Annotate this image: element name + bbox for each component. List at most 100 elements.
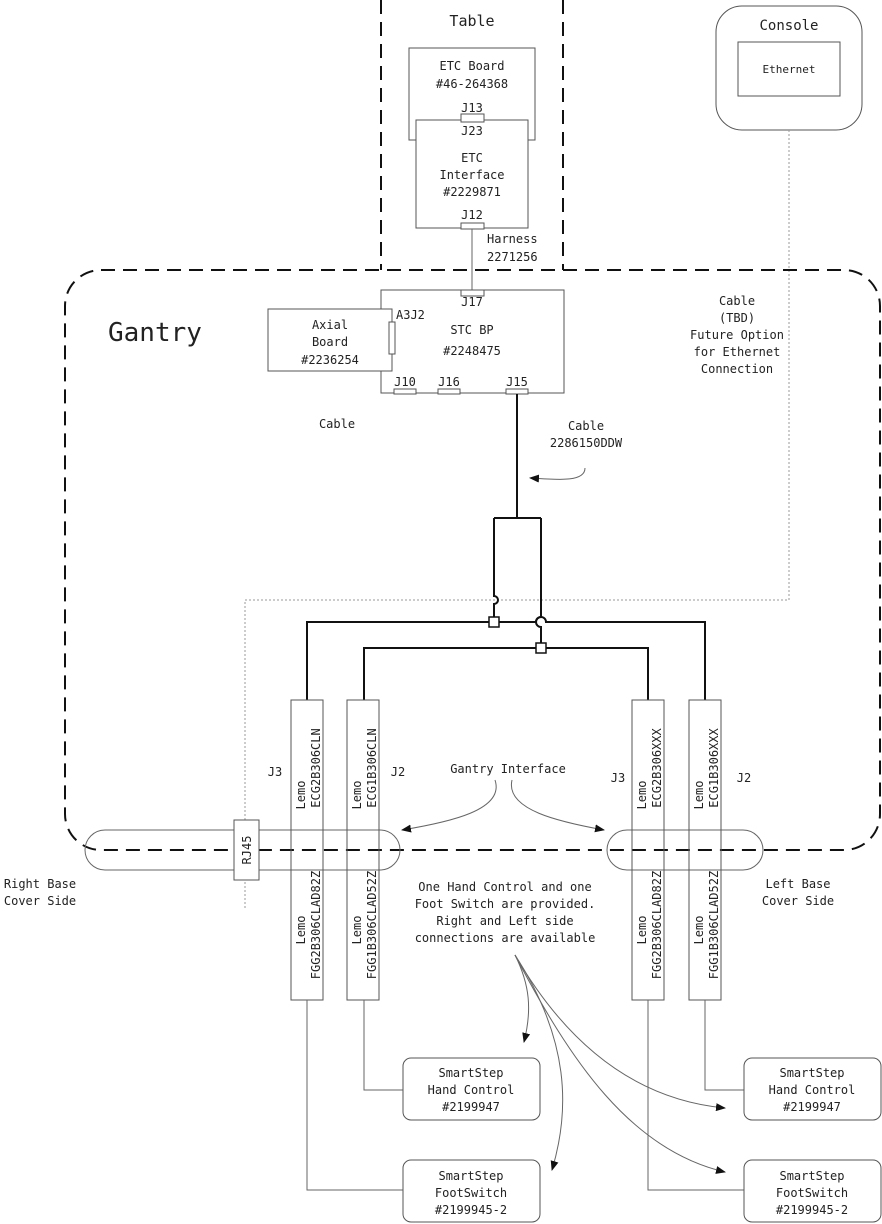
connector-right-j3: Lemo ECG2B306CLN Lemo FGG2B306CLAD82Z J3 [268, 699, 324, 1001]
lemo-part: ECG2B306CLN [309, 728, 323, 807]
etc-board-part: #46-264368 [436, 77, 508, 91]
lemo-label: Lemo [350, 781, 364, 810]
gantry-interface-arrow-left [511, 779, 605, 833]
table-title: Table [449, 12, 494, 30]
device-line: #2199947 [783, 1100, 841, 1114]
harness-label: Harness [487, 232, 538, 246]
right-hand-control: SmartStep Hand Control #2199947 [402, 1057, 541, 1121]
j3-label: J3 [268, 765, 282, 779]
device-line: #2199945-2 [776, 1203, 848, 1217]
cable-tbd-line: Cable [719, 294, 755, 308]
device-line: FootSwitch [776, 1186, 848, 1200]
j17-label: J17 [461, 295, 483, 309]
lemo-part: ECG1B306CLN [365, 728, 379, 807]
etc-interface: J23 ETC Interface #2229871 J12 [415, 113, 529, 230]
device-line: SmartStep [779, 1066, 844, 1080]
device-line: Hand Control [428, 1083, 515, 1097]
cable-tbd-line: for Ethernet [694, 345, 781, 359]
left-base-label: Cover Side [762, 894, 834, 908]
j16-label: J16 [438, 375, 460, 389]
j23-label: J23 [461, 124, 483, 138]
cable-tbd-line: Future Option [690, 328, 784, 342]
lemo-label: Lemo [692, 916, 706, 945]
cable-tbd-line: (TBD) [719, 311, 755, 325]
device-line: SmartStep [438, 1169, 503, 1183]
gantry-interface-arrow-right [401, 779, 497, 833]
cable-label: Cable [319, 417, 355, 431]
j2-label: J2 [391, 765, 405, 779]
cable-main-part: 2286150DDW [550, 436, 623, 450]
lemo-part: ECG2B306XXX [650, 727, 664, 807]
lemo-part: ECG1B306XXX [707, 727, 721, 807]
connector-left-j2: Lemo ECG1B306XXX Lemo FGG1B306CLAD52Z J2 [688, 699, 751, 1001]
device-line: Hand Control [769, 1083, 856, 1097]
ethernet-label: Ethernet [763, 63, 816, 76]
connector-left-j3: Lemo ECG2B306XXX Lemo FGG2B306CLAD82Z J3 [611, 699, 665, 1001]
console: Console Ethernet [715, 5, 863, 131]
etc-interface-part: #2229871 [443, 185, 501, 199]
cable-tbd-label: Cable (TBD) Future Option for Ethernet C… [690, 294, 784, 376]
axial-board: Axial Board #2236254 [267, 308, 396, 372]
lemo-label: Lemo [294, 916, 308, 945]
table-region: Table [380, 0, 564, 270]
left-base-cover [606, 829, 764, 871]
lemo-part: FGG1B306CLAD52Z [707, 871, 721, 979]
j2-label: J2 [737, 771, 751, 785]
left-base-label: Left Base [765, 877, 830, 891]
note-line: Foot Switch are provided. [415, 897, 596, 911]
j13-label: J13 [461, 101, 483, 115]
left-foot-switch: SmartStep FootSwitch #2199945-2 [743, 1159, 882, 1223]
etc-interface-line1: ETC [461, 151, 483, 165]
j12-label: J12 [461, 208, 483, 222]
lemo-label: Lemo [294, 781, 308, 810]
device-line: #2199947 [442, 1100, 500, 1114]
cable-arrow [529, 467, 586, 483]
axial-line1: Axial [312, 318, 348, 332]
device-line: FootSwitch [435, 1186, 507, 1200]
etc-board-name: ETC Board [439, 59, 504, 73]
note-line: Right and Left side [436, 914, 573, 928]
rj45-connector: RJ45 [233, 819, 260, 881]
lemo-label: Lemo [692, 781, 706, 810]
gantry-title: Gantry [108, 318, 202, 348]
j10-label: J10 [394, 375, 416, 389]
stc-bp-part: #2248475 [443, 344, 501, 358]
main-cable [306, 394, 706, 700]
harness-part: 2271256 [487, 250, 538, 264]
note-text: One Hand Control and one Foot Switch are… [415, 880, 596, 945]
stc-bp: J17 A3J2 STC BP #2248475 J10 J16 J15 [380, 289, 565, 395]
note-line: connections are available [415, 931, 596, 945]
device-line: SmartStep [438, 1066, 503, 1080]
j15-label: J15 [506, 375, 528, 389]
etc-interface-line2: Interface [439, 168, 504, 182]
a3j2-label: A3J2 [396, 308, 425, 322]
console-title: Console [759, 18, 818, 34]
j3-label: J3 [611, 771, 625, 785]
lemo-label: Lemo [635, 781, 649, 810]
right-base-label: Right Base [4, 877, 76, 891]
right-base-cover [84, 829, 401, 871]
axial-line2: Board [312, 335, 348, 349]
connector-right-j2: Lemo ECG1B306CLN Lemo FGG1B306CLAD52Z J2 [346, 699, 405, 1001]
lemo-part: FGG2B306CLAD82Z [309, 871, 323, 979]
note-arrows [514, 954, 726, 1174]
gantry-interface-label: Gantry Interface [450, 762, 566, 776]
note-line: One Hand Control and one [418, 880, 591, 894]
lemo-label: Lemo [350, 916, 364, 945]
right-foot-switch: SmartStep FootSwitch #2199945-2 [402, 1159, 541, 1223]
ethernet-future-cable [244, 130, 790, 910]
left-hand-control: SmartStep Hand Control #2199947 [743, 1057, 882, 1121]
device-line: SmartStep [779, 1169, 844, 1183]
lemo-part: FGG1B306CLAD52Z [365, 871, 379, 979]
stc-bp-name: STC BP [450, 323, 493, 337]
cable-main-label: Cable [568, 419, 604, 433]
cable-tbd-line: Connection [701, 362, 773, 376]
axial-part: #2236254 [301, 353, 359, 367]
right-base-label: Cover Side [4, 894, 76, 908]
lemo-label: Lemo [635, 916, 649, 945]
lemo-part: FGG2B306CLAD82Z [650, 871, 664, 979]
device-line: #2199945-2 [435, 1203, 507, 1217]
device-cables [306, 1000, 744, 1191]
rj45-label: RJ45 [240, 836, 254, 865]
